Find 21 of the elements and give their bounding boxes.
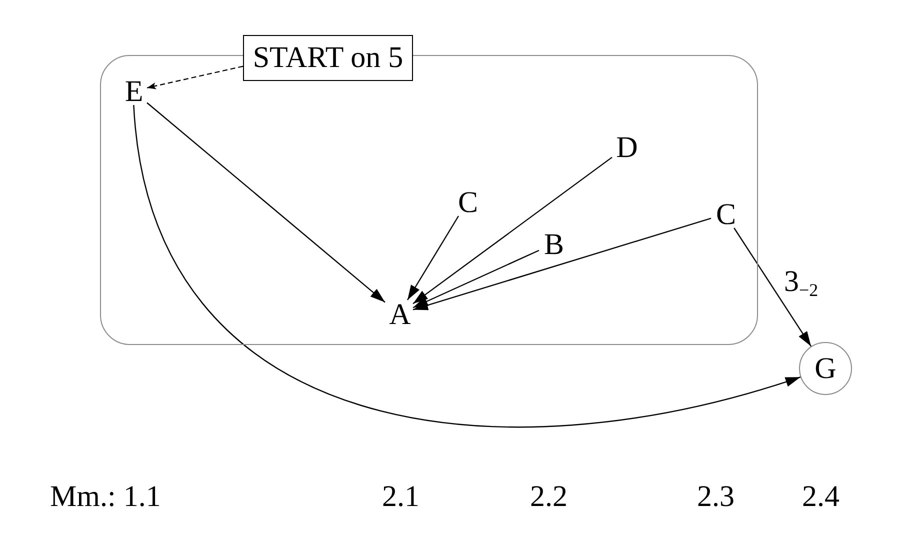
note-box: START on 5 [243,35,413,81]
scale-label: 2.3 [697,484,734,510]
arrow [406,216,460,300]
node-label: C [454,189,482,217]
arrow [412,250,540,308]
node-label: B [540,231,568,259]
arrow [412,218,712,310]
arrow [133,104,801,428]
circle-node: G [799,342,852,395]
scale-label: Mm.: 1.1 [50,484,161,510]
dashed-arrow [146,66,244,90]
arrow [146,102,386,303]
scale-label: 2.1 [382,484,420,510]
scale-label: 2.4 [802,484,840,510]
node-label: D [613,134,641,162]
scale-label: 2.2 [530,484,568,510]
arrow [412,156,612,304]
node-label: E [120,78,148,106]
node-label: C [712,201,740,229]
node-label: A [386,301,414,329]
arrow [734,228,812,347]
